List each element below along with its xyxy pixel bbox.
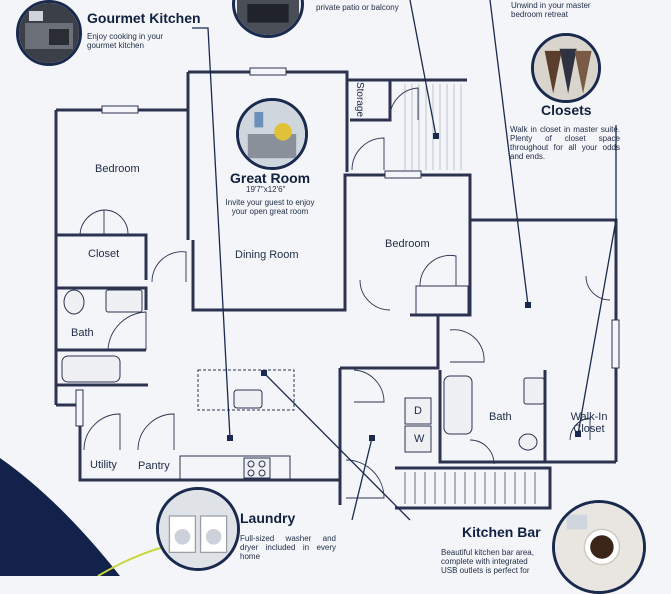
master-desc: Unwind in your master bedroom retreat	[511, 1, 591, 19]
room-walk-in-closet: Walk-In Closet	[570, 411, 608, 435]
stairs	[404, 472, 536, 504]
dryer-mark: D	[414, 405, 422, 417]
gourmet-kitchen-title: Gourmet Kitchen	[87, 10, 201, 26]
corner-swoosh	[0, 458, 120, 576]
kitchen-bar-title: Kitchen Bar	[462, 524, 541, 540]
floor-plan	[0, 0, 620, 576]
room-pantry: Pantry	[138, 460, 170, 472]
laundry-title: Laundry	[240, 510, 296, 526]
room-storage: Storage	[354, 81, 366, 118]
great-room-title: Great Room	[230, 170, 311, 186]
gourmet-kitchen-desc: Enjoy cooking in your gourmet kitchen	[87, 32, 164, 50]
door-swings	[79, 87, 611, 499]
laundry-desc: Full-sized washer and dryer included in …	[240, 534, 336, 561]
great-room-size: 19'7"x12'6"	[246, 185, 286, 194]
closets-title: Closets	[541, 102, 592, 118]
patio-photo	[232, 0, 304, 38]
leader-lines	[192, 0, 617, 521]
room-dining: Dining Room	[235, 249, 299, 261]
kitchen-bar-desc: Beautiful kitchen bar area, complete wit…	[441, 548, 534, 575]
gourmet-kitchen-photo	[16, 0, 82, 66]
room-bedroom-right: Bedroom	[385, 238, 430, 250]
great-room-photo	[236, 98, 308, 170]
room-closet-left: Closet	[88, 248, 120, 260]
patio-deck	[404, 84, 462, 170]
fixtures	[61, 285, 545, 481]
closets-photo	[531, 33, 601, 103]
closets-desc: Walk in closet in master suite. Plenty o…	[510, 125, 620, 161]
room-bath-right: Bath	[489, 411, 512, 423]
leader-dots	[227, 133, 581, 441]
windows	[75, 67, 620, 427]
washer-mark: W	[414, 433, 425, 445]
kitchen-bar-photo	[552, 500, 646, 594]
room-utility: Utility	[90, 459, 117, 471]
laundry-photo	[156, 487, 240, 571]
room-bath-left: Bath	[71, 327, 94, 339]
patio-desc: private patio or balcony	[316, 3, 399, 12]
room-bedroom-left: Bedroom	[95, 163, 140, 175]
great-room-desc: Invite your guest to enjoy your open gre…	[225, 198, 315, 216]
